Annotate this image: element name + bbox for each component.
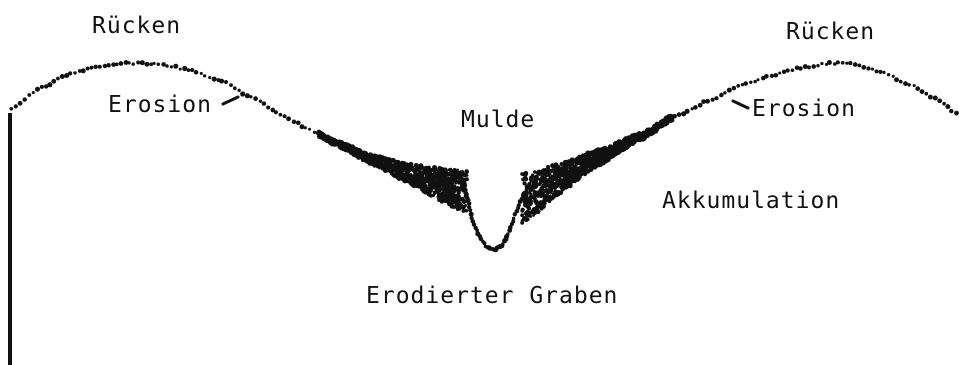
accumulation-deposit-right (520, 114, 674, 225)
label-mulde: Mulde (461, 107, 535, 133)
accumulation-deposit-left (316, 130, 469, 213)
erosion-right-leader (733, 101, 748, 108)
label-ruecken-right: Rücken (786, 19, 875, 45)
erosion-left-leader (223, 97, 238, 104)
label-akkumulation: Akkumulation (662, 188, 840, 214)
label-erodierter-graben: Erodierter Graben (366, 283, 618, 309)
label-erosion-right: Erosion (752, 96, 856, 122)
eroded-channel-outline (460, 181, 528, 252)
label-ruecken-left: Rücken (92, 13, 181, 39)
label-erosion-left: Erosion (108, 92, 212, 118)
